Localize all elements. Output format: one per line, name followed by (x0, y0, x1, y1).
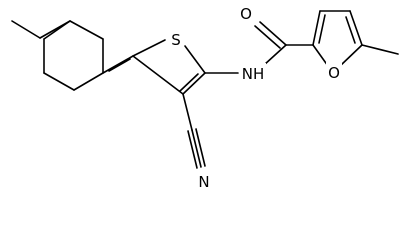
atom-n-nitrile-bg (196, 171, 212, 191)
atom-carbonyl-oxygen: O (240, 5, 252, 23)
atom-o-furan-bg (326, 62, 342, 82)
atom-amide-nh: NH (242, 65, 265, 83)
bond-ring6-a (69, 20, 104, 40)
atom-nh-bg (240, 63, 266, 83)
atom-sulfur: S (171, 31, 181, 49)
atom-furan-oxygen: O (328, 64, 340, 82)
atom-nitrile-nitrogen: N (198, 173, 209, 191)
atom-s-bg (168, 30, 184, 50)
bond-ring6-c (73, 72, 104, 91)
bond-c2-c3 (182, 72, 206, 95)
bond-furan-o-c2 (312, 44, 329, 67)
bond-carbonyl-b (254, 25, 281, 49)
molecule-structure-diagram: S NH O O N (11, 3, 399, 191)
bond-cn-triple-b (195, 128, 206, 167)
bonds (11, 10, 399, 169)
bond-c3-cn (182, 93, 193, 131)
atom-o-carbonyl-bg (238, 3, 254, 23)
bond-carbonyl-a (259, 21, 287, 46)
bond-furan-c5-o (339, 44, 363, 67)
bond-ring6-f (43, 20, 71, 40)
atom-labels: S NH O O N (168, 3, 342, 191)
bond-furan-c4-c5-inner (345, 16, 356, 44)
bond-nh-c (263, 44, 287, 66)
bond-c3-c3a (132, 55, 184, 95)
bond-c3a-c7a (102, 55, 134, 74)
bond-c3a-c7a-inner (108, 58, 131, 72)
bond-s-c2 (184, 45, 206, 74)
bond-c2-c3-inner (179, 73, 199, 92)
bond-c7a-s (132, 39, 166, 57)
bond-furan-c2-c3 (312, 10, 321, 46)
bond-methyl (361, 44, 399, 55)
bond-furan-c2-c3-inner (318, 14, 326, 44)
bond-cn-triple-c (187, 130, 198, 169)
bond-ethyl-ch3 (11, 20, 41, 39)
bond-cn-triple-a (191, 129, 202, 168)
bond-furan-c4-c5 (349, 10, 363, 46)
bond-ring6-d (43, 72, 75, 91)
